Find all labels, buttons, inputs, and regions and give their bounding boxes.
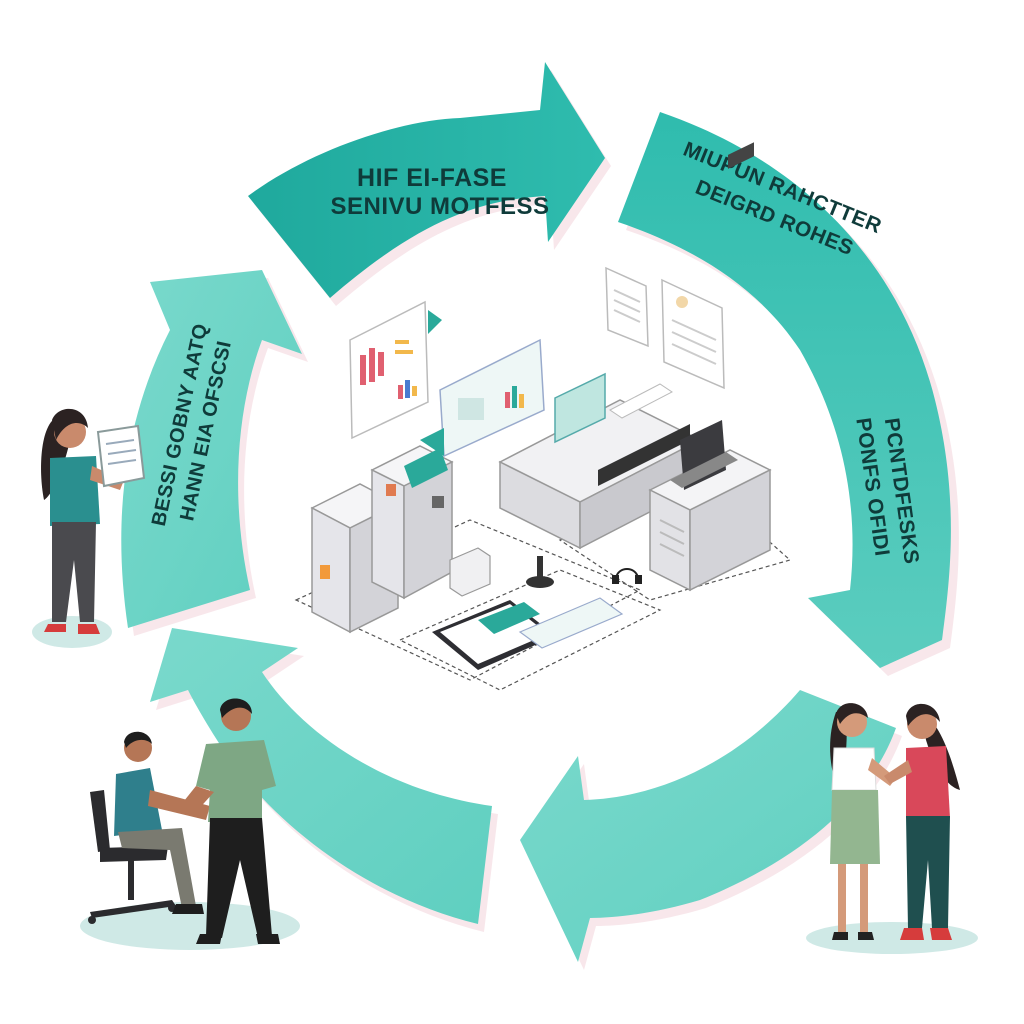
tablet-document [432, 597, 624, 670]
cycle-arrow-stage-3 [520, 690, 902, 970]
chart-document [349, 300, 442, 440]
stage-1-label-line-2: SENIVU MOTFESS [330, 193, 549, 220]
server-units [310, 445, 491, 634]
center-office-illustration [294, 142, 792, 691]
cycle-arrow-stage-1: HIF EI-FASE SENIVU MOTFESS [248, 62, 611, 306]
joystick-icon [526, 556, 554, 588]
cycle-arrow-stage-2: MIUPUN RAHCTTER DEIGRD ROHES PCNTDFESKS … [618, 112, 959, 676]
two-women-talking [806, 703, 978, 954]
document-pages [605, 266, 725, 390]
office-chair-icon [88, 790, 176, 924]
cycle-arrow-stage-5: BESSI GOBNY AATQ HANN EIA OFSCSI [121, 270, 309, 636]
two-men-at-desk-chair [80, 698, 300, 950]
headphones-icon [612, 568, 642, 584]
large-printer [498, 372, 702, 550]
clipboard-icon [96, 424, 146, 488]
desk-with-laptop [648, 142, 772, 592]
stage-1-label-line-1: HIF EI-FASE [357, 164, 507, 192]
screen-panel [420, 338, 545, 458]
woman-reading-document [32, 408, 146, 648]
